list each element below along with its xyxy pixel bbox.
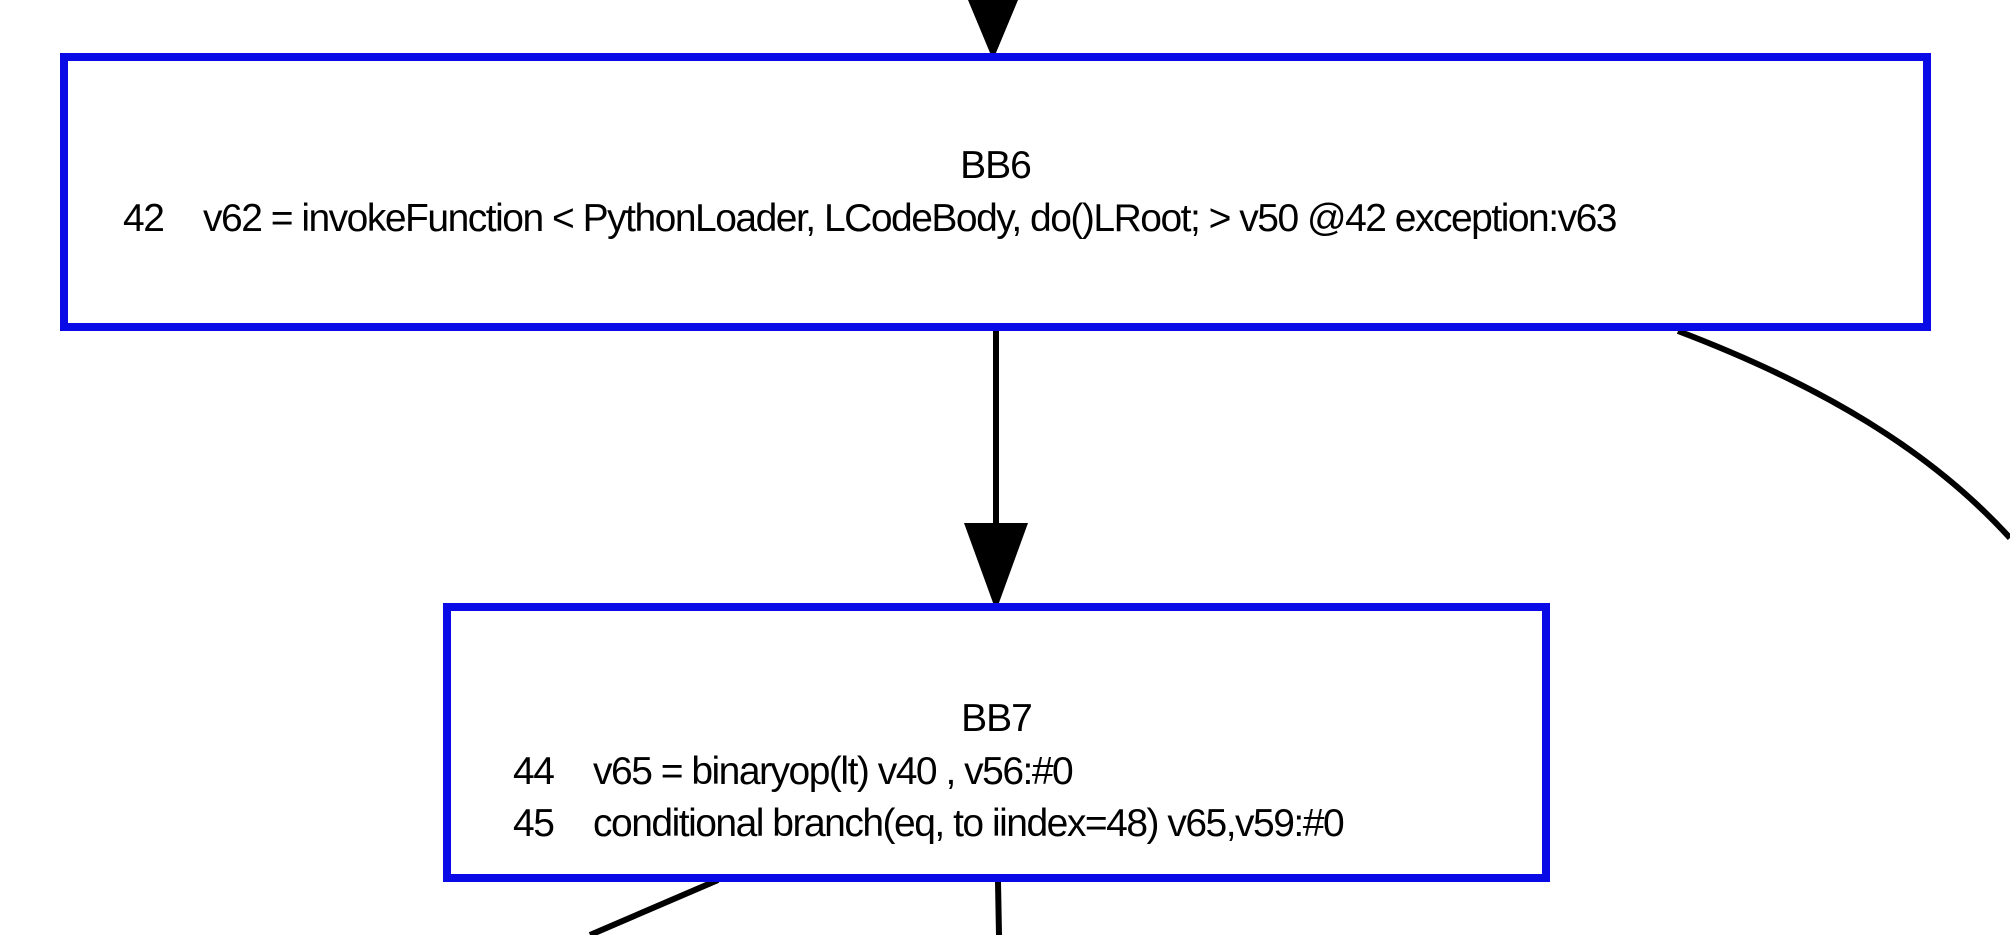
- line-number: 45: [513, 802, 555, 845]
- node-bb7-title: BB7: [961, 697, 1033, 740]
- node-bb6-title: BB6: [960, 144, 1032, 187]
- node-bb6-instruction: 42 v62 = invokeFunction < PythonLoader, L…: [123, 197, 1617, 240]
- line-number: 44: [513, 750, 555, 793]
- edge-arrowhead-into-bb7: [964, 523, 1028, 611]
- line-number: 42: [123, 197, 165, 240]
- node-bb6: BB6 42 v62 = invokeFunction < PythonLoade…: [60, 53, 1931, 331]
- edge-bb7-outgoing-down: [995, 881, 1002, 935]
- instruction-text: v65 = binaryop(lt) v40 , v56:#0: [593, 750, 1074, 793]
- node-bb7: BB7 44 v65 = binaryop(lt) v40 , v56:#0 45…: [443, 603, 1550, 882]
- node-bb7-instruction: 44 v65 = binaryop(lt) v40 , v56:#0: [513, 750, 1074, 793]
- edge-bb6-outgoing-curve: [1676, 328, 2010, 541]
- instruction-text: conditional branch(eq, to iindex=48) v65…: [593, 802, 1345, 845]
- edge-bb7-outgoing-left: [588, 877, 720, 935]
- edge-arrowhead-into-bb6: [968, 0, 1018, 60]
- node-bb7-instruction: 45 conditional branch(eq, to iindex=48) v…: [513, 802, 1345, 845]
- instruction-text: v62 = invokeFunction < PythonLoader, LCo…: [203, 197, 1617, 240]
